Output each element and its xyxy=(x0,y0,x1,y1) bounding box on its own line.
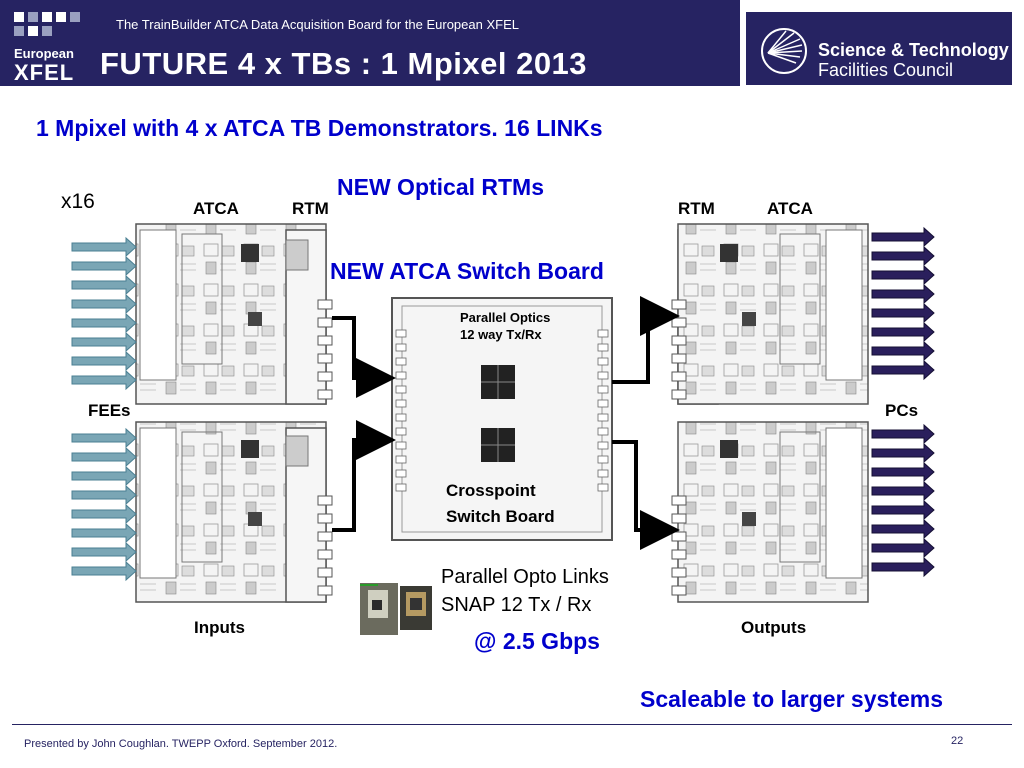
snap12-module-photo xyxy=(360,583,432,635)
label-atca-left: ATCA xyxy=(193,199,239,218)
label-fees: FEEs xyxy=(88,401,131,420)
stfc-sunburst-icon xyxy=(761,28,807,74)
fpga-chip xyxy=(241,440,259,458)
label-atca-right: ATCA xyxy=(767,199,813,218)
header-subtitle: The TrainBuilder ATCA Data Acquisition B… xyxy=(116,17,519,32)
xfel-logo-text-european: European xyxy=(14,46,74,61)
header-bar xyxy=(0,0,740,86)
input-link-arrows xyxy=(71,236,137,582)
switch-label-crosspoint: Crosspoint xyxy=(446,481,536,500)
callout-new-atca-switch-board: NEW ATCA Switch Board xyxy=(330,258,604,284)
crosspoint-chip-lower xyxy=(481,428,515,462)
label-inputs: Inputs xyxy=(194,618,245,637)
label-rtm-right: RTM xyxy=(678,199,715,218)
crosspoint-chip-upper xyxy=(481,365,515,399)
page-number: 22 xyxy=(951,735,964,747)
stfc-logo: Science & Technology Facilities Council xyxy=(746,12,1012,85)
footer-presenter: Presented by John Coughlan. TWEPP Oxford… xyxy=(24,738,338,750)
label-pcs: PCs xyxy=(885,401,918,420)
switch-label-parallel-optics: Parallel Optics xyxy=(460,310,550,325)
callout-new-optical-rtms: NEW Optical RTMs xyxy=(337,174,545,200)
fpga-chip xyxy=(241,244,259,262)
output-link-arrows xyxy=(871,226,935,578)
callout-parallel-opto-links: Parallel Opto Links xyxy=(441,566,609,588)
label-outputs: Outputs xyxy=(741,618,806,637)
xfel-logo-text-xfel: XFEL xyxy=(14,60,75,85)
stfc-logo-line1: Science & Technology xyxy=(818,40,1009,60)
switch-label-12way: 12 way Tx/Rx xyxy=(460,327,542,342)
label-rtm-left: RTM xyxy=(292,199,329,218)
x16-label: x16 xyxy=(61,190,95,213)
headline: 1 Mpixel with 4 x ATCA TB Demonstrators.… xyxy=(36,115,603,141)
crosspoint-switch-board: Parallel Optics 12 way Tx/Rx Crosspoint … xyxy=(391,297,613,541)
footer-divider xyxy=(12,724,1012,725)
european-xfel-logo: European XFEL xyxy=(8,10,86,86)
callout-link-speed: @ 2.5 Gbps xyxy=(474,628,600,654)
interconnect-arrows xyxy=(332,296,680,550)
slide-title: FUTURE 4 x TBs : 1 Mpixel 2013 xyxy=(100,46,588,81)
callout-scaleable: Scaleable to larger systems xyxy=(640,686,943,712)
fpga-chip xyxy=(720,440,738,458)
switch-label-switch-board: Switch Board xyxy=(446,507,555,526)
stfc-logo-line2: Facilities Council xyxy=(818,60,954,80)
callout-snap12: SNAP 12 Tx / Rx xyxy=(441,594,592,616)
fpga-chip xyxy=(720,244,738,262)
atca-board-right-bottom xyxy=(677,421,869,603)
atca-board-right-top xyxy=(677,223,869,405)
